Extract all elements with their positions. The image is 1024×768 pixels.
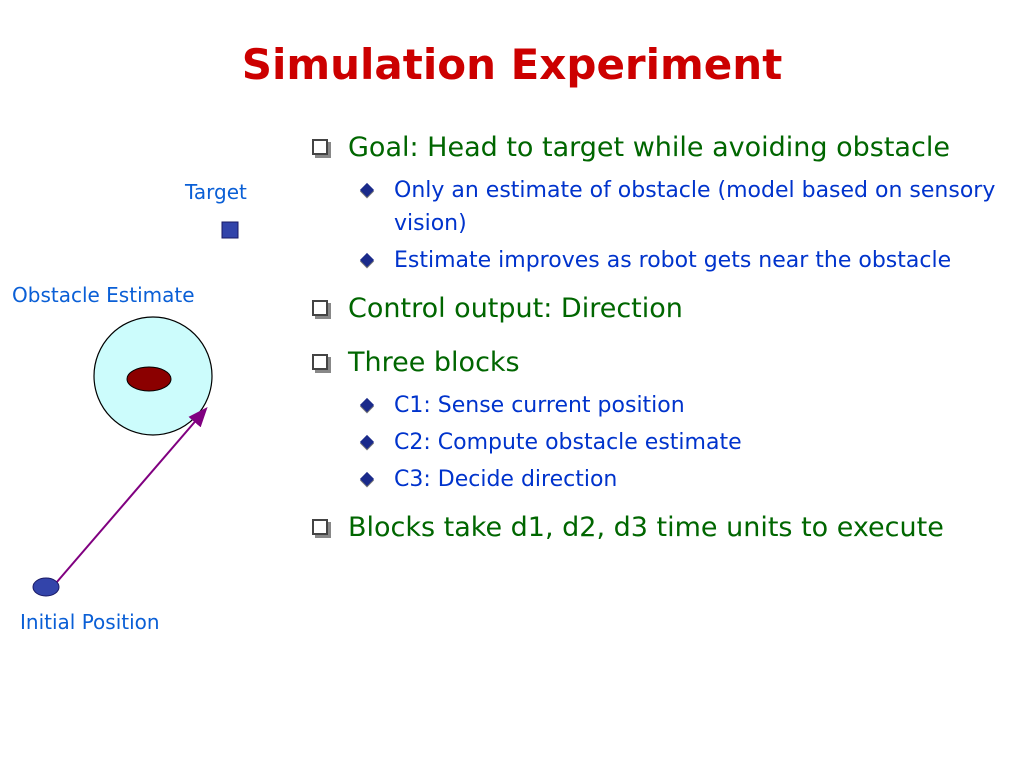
bullet-item: Blocks take d1, d2, d3 time units to exe…	[310, 508, 1010, 548]
square-bullet-icon	[312, 139, 328, 155]
path-arrow	[49, 406, 208, 591]
slide-title: Simulation Experiment	[241, 40, 783, 89]
obstacle-marker	[126, 366, 172, 392]
robot-initial-marker	[32, 577, 60, 597]
bullet-list: Goal: Head to target while avoiding obst…	[310, 128, 1010, 562]
sub-bullet-item: Only an estimate of obstacle (model base…	[310, 174, 1010, 240]
diamond-bullet-icon	[359, 252, 375, 268]
square-bullet-icon	[312, 519, 328, 535]
obstacle-estimate-label: Obstacle Estimate	[12, 283, 195, 307]
sub-bullet-item: C1: Sense current position	[310, 389, 1010, 422]
sub-bullet-item: C2: Compute obstacle estimate	[310, 426, 1010, 459]
initial-position-label: Initial Position	[20, 610, 160, 634]
diamond-bullet-icon	[359, 397, 375, 413]
diamond-bullet-icon	[359, 471, 375, 487]
square-bullet-icon	[312, 354, 328, 370]
bullet-item: Three blocks	[310, 343, 1010, 383]
target-label: Target	[185, 180, 247, 204]
simulation-diagram	[32, 221, 239, 597]
diamond-bullet-icon	[359, 434, 375, 450]
target-marker	[221, 221, 239, 239]
sub-bullet-item: Estimate improves as robot gets near the…	[310, 244, 1010, 277]
diamond-bullet-icon	[359, 182, 375, 198]
square-bullet-icon	[312, 300, 328, 316]
bullet-item: Control output: Direction	[310, 289, 1010, 329]
bullet-item: Goal: Head to target while avoiding obst…	[310, 128, 1010, 168]
sub-bullet-item: C3: Decide direction	[310, 463, 1010, 496]
